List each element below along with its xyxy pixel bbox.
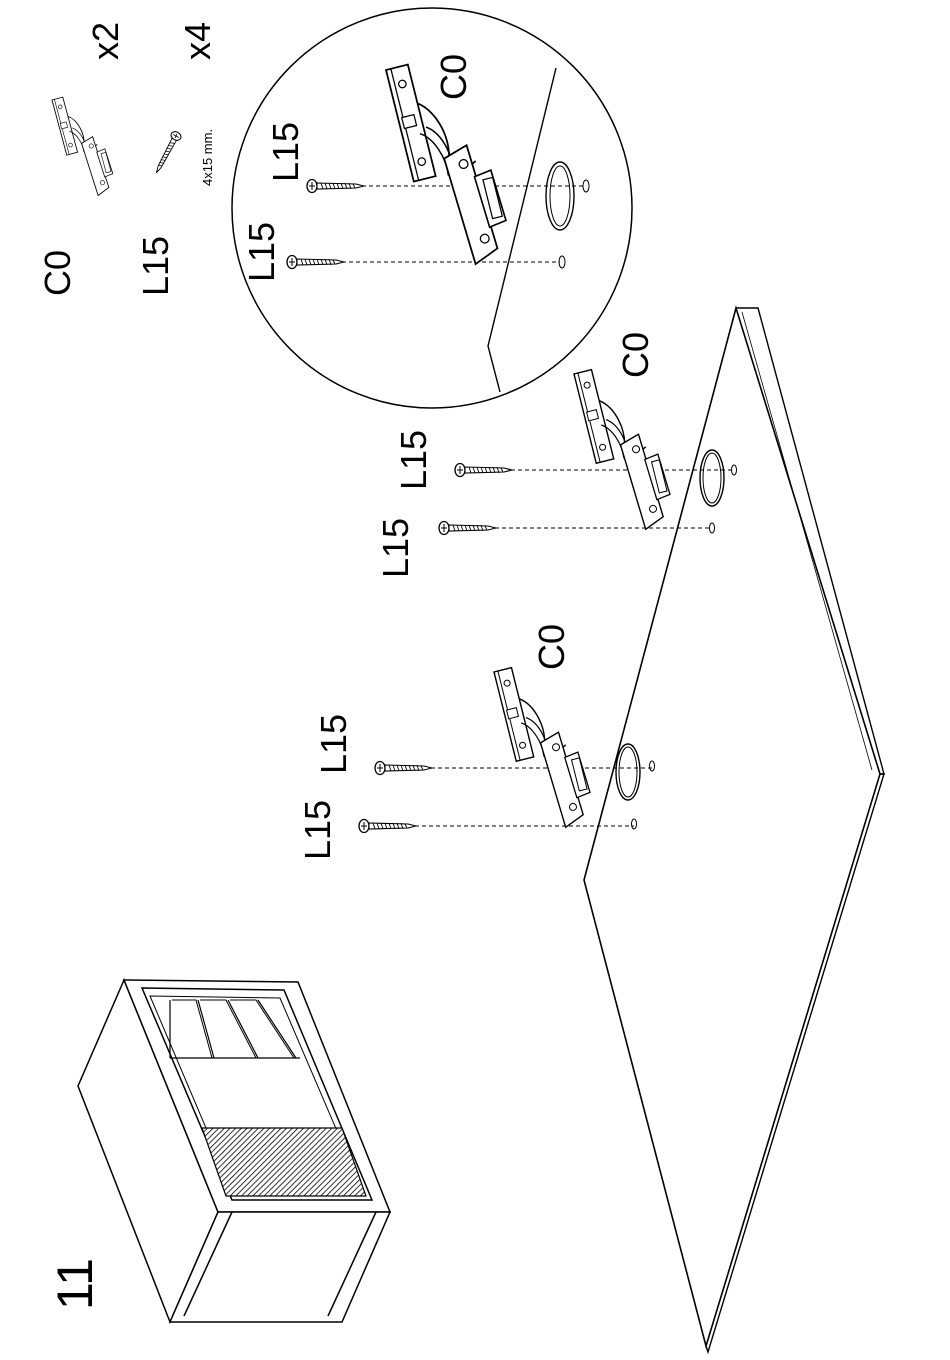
detail-hinge-label: C0 xyxy=(433,54,474,100)
parts-list: C0 x2 L15 x4 4x15 mm. xyxy=(37,22,218,296)
hinge-2-screw-label-2: L15 xyxy=(375,518,416,578)
hinge-1-screw-label-2: L15 xyxy=(297,800,338,860)
parts-screw-size: 4x15 mm. xyxy=(200,129,215,186)
parts-hinge-quantity: x2 xyxy=(85,22,126,60)
hinge-2-screw-label-1: L15 xyxy=(393,430,434,490)
cabinet-icon xyxy=(78,980,390,1322)
hinge-1-label: C0 xyxy=(531,624,572,670)
hinge-icon xyxy=(52,90,117,201)
parts-screw-code: L15 xyxy=(135,236,176,296)
hinge-2-label: C0 xyxy=(615,332,656,378)
detail-screw-label-1: L15 xyxy=(265,122,306,182)
hinge-1-screw-label-1: L15 xyxy=(313,714,354,774)
parts-hinge-code: C0 xyxy=(37,250,78,296)
detail-view: C0 L15 L15 xyxy=(232,8,632,408)
detail-screw-label-2: L15 xyxy=(241,222,282,282)
parts-screw-quantity: x4 xyxy=(177,22,218,60)
screw-icon xyxy=(152,130,183,175)
step-number: 11 xyxy=(47,1258,103,1310)
